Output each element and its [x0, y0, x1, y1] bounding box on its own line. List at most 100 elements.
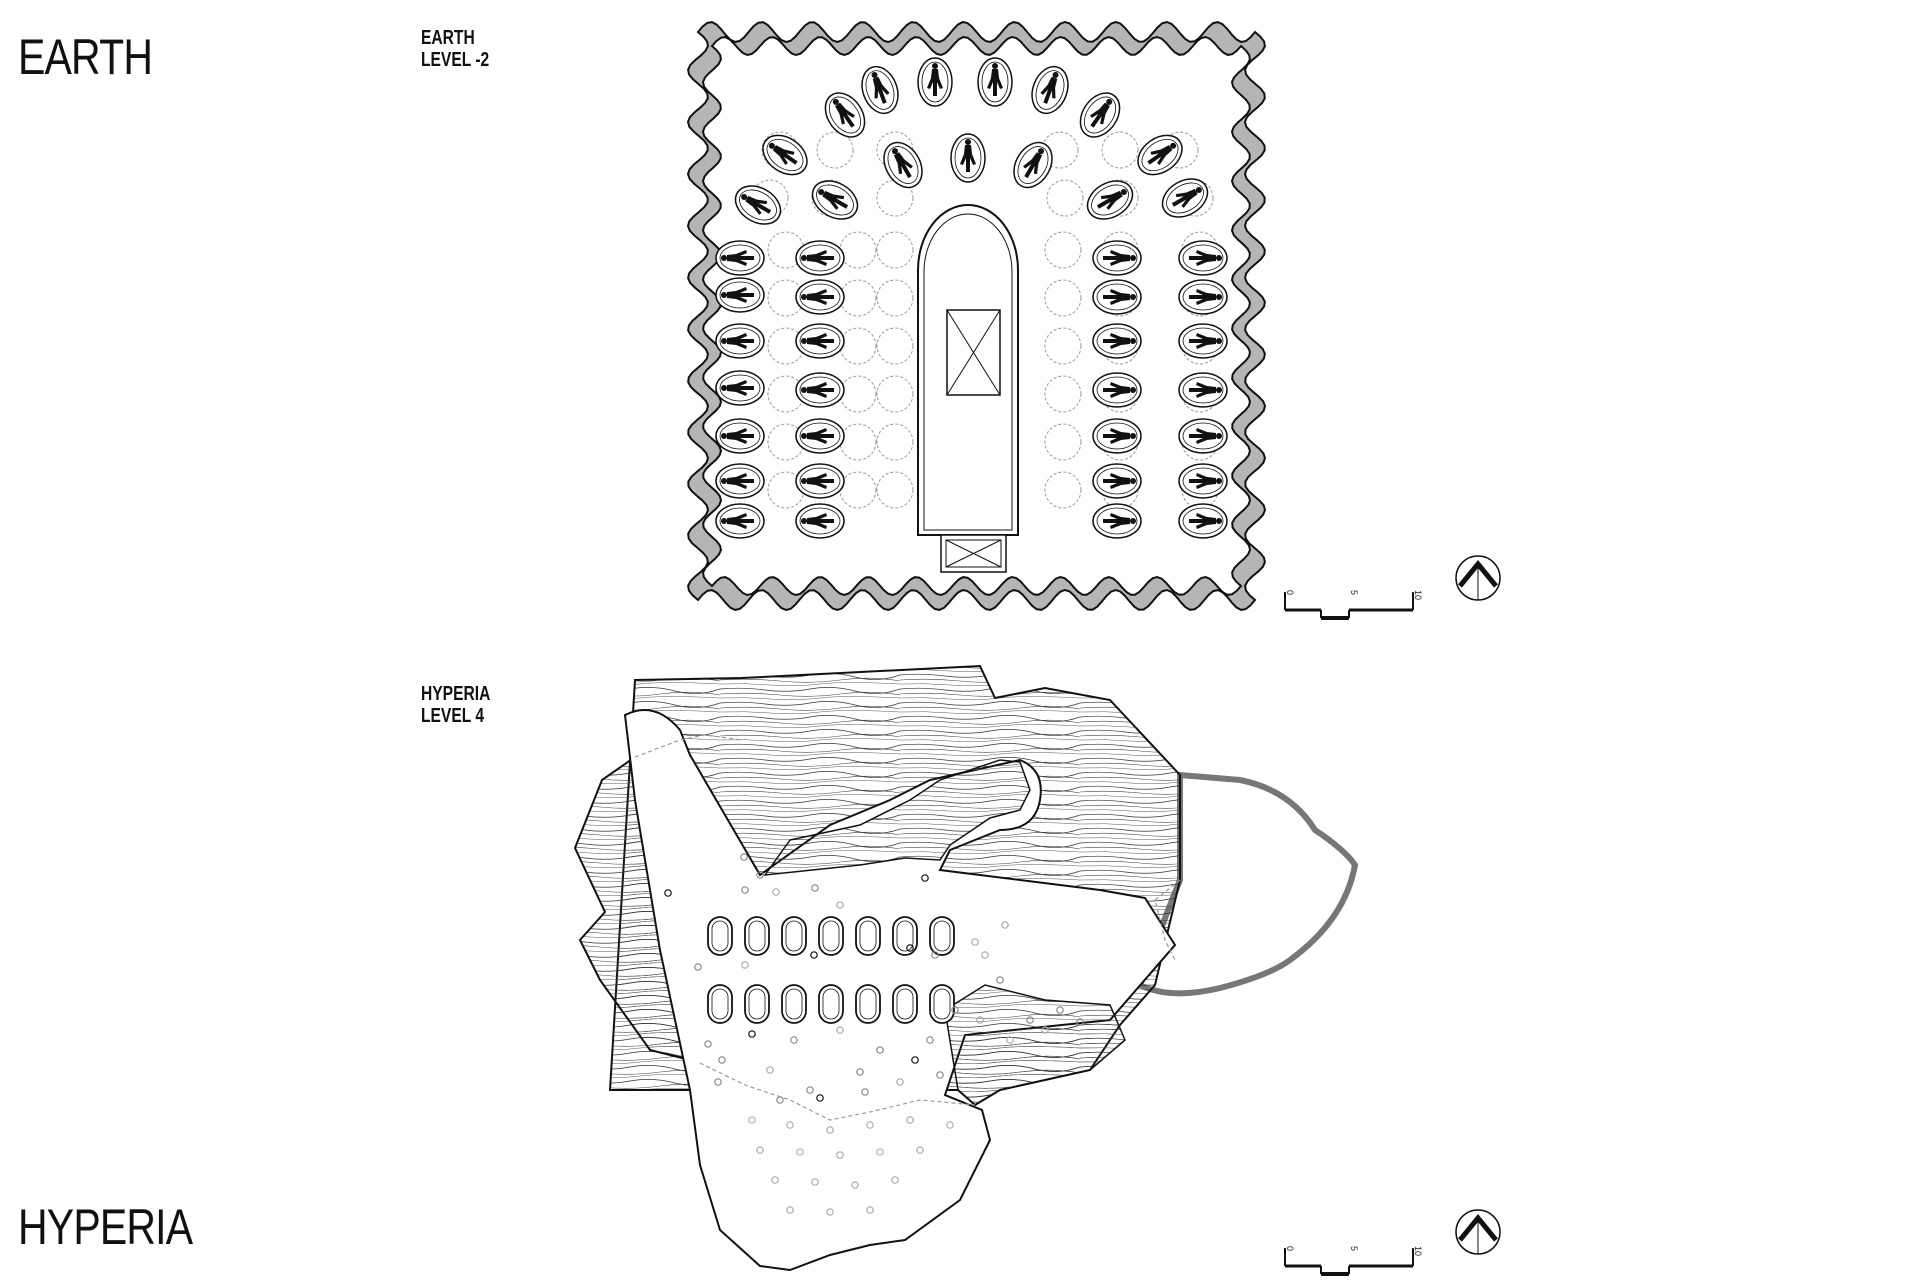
pod-inner	[719, 507, 761, 535]
person-head	[832, 98, 839, 105]
floor-dot	[861, 1088, 869, 1096]
floor-dot	[718, 1056, 726, 1064]
person-icon	[727, 333, 754, 349]
person-head	[1216, 387, 1222, 393]
pod-capsule-inner	[896, 920, 914, 952]
seat-circle	[876, 179, 914, 217]
earth-scale-bar: 0 5 10	[1284, 590, 1423, 620]
seat-pod	[795, 323, 845, 359]
seat-pod	[1092, 418, 1142, 454]
floor-dot	[976, 1016, 984, 1024]
floor-dot	[866, 1206, 874, 1214]
floor-dot	[836, 1026, 844, 1034]
pod-inner	[1096, 244, 1138, 272]
person-icon	[727, 287, 754, 303]
person-head	[721, 478, 727, 484]
person-head	[1216, 433, 1222, 439]
pod-inner	[865, 70, 895, 110]
person-icon	[1189, 289, 1216, 305]
scale-tick-5: 5	[1349, 590, 1359, 595]
pod-capsule	[855, 984, 881, 1024]
floor-dot	[866, 1121, 874, 1129]
hyperia-inner-terrain	[763, 759, 1031, 876]
person-icon	[807, 382, 834, 398]
pod-capsule	[892, 984, 918, 1024]
seat-circle	[1044, 423, 1082, 461]
person-icon	[1103, 333, 1130, 349]
pod-capsule	[818, 984, 844, 1024]
floor-dot	[916, 1146, 924, 1154]
floor-dot	[766, 1066, 774, 1074]
pod-capsule-inner	[896, 988, 914, 1020]
seat-pod	[715, 503, 765, 539]
pod-inner	[1182, 422, 1224, 450]
hyperia-plan	[573, 664, 1359, 1272]
seat-pod	[1086, 180, 1134, 220]
pod-capsule-inner	[748, 920, 766, 952]
pod-inner	[739, 189, 777, 221]
pod-capsule-inner	[822, 920, 840, 952]
pod-inner	[799, 507, 841, 535]
person-icon	[727, 473, 754, 489]
seat-circle	[876, 231, 914, 269]
hyperia-scale-bar: 0 5 10	[1284, 1246, 1423, 1276]
floor-dot	[1041, 1026, 1049, 1034]
pod-capsule	[855, 916, 881, 956]
floor-dot	[946, 1121, 954, 1129]
hyperia-plan-level: LEVEL 4	[421, 705, 485, 727]
person-head	[721, 338, 727, 344]
pod-capsule	[707, 984, 733, 1024]
floor-dot	[756, 1146, 764, 1154]
seat-pod	[715, 277, 765, 313]
floor-dot	[811, 884, 819, 892]
person-icon	[807, 428, 834, 444]
pod-inner	[1096, 422, 1138, 450]
pod-capsule	[744, 984, 770, 1024]
floor-dot	[826, 1208, 834, 1216]
person-head	[1130, 338, 1136, 344]
earth-plan-name: EARTH	[421, 27, 475, 49]
person-head	[1130, 387, 1136, 393]
hyperia-title: HYPERIA	[18, 1199, 193, 1255]
seat-pod	[1079, 92, 1121, 138]
pod-capsule-inner	[748, 988, 766, 1020]
seat-pod	[1092, 279, 1142, 315]
person-head	[1170, 142, 1177, 149]
seat-pod	[715, 418, 765, 454]
seat-pod	[1178, 503, 1228, 539]
seat-circle	[1046, 179, 1084, 217]
person-icon	[1103, 513, 1130, 529]
floor-dot	[771, 1176, 779, 1184]
earth-seating	[715, 57, 1228, 539]
person-icon	[1189, 382, 1216, 398]
person-icon	[807, 333, 834, 349]
person-icon	[1189, 333, 1216, 349]
seat-pod	[1178, 372, 1228, 408]
seat-pod	[1178, 323, 1228, 359]
person-head	[721, 433, 727, 439]
floor-dot	[806, 1086, 814, 1094]
person-head	[1038, 148, 1044, 155]
person-icon	[772, 145, 798, 165]
hyperia-guide-line-east	[1154, 879, 1181, 961]
floor-dot	[816, 1094, 824, 1102]
floor-dot	[786, 1206, 794, 1214]
floor-dot	[896, 1078, 904, 1086]
seat-circle	[1044, 279, 1082, 317]
seat-circle	[1044, 375, 1082, 413]
person-head	[721, 255, 727, 261]
pod-inner	[719, 327, 761, 355]
person-icon	[727, 250, 754, 266]
pod-inner	[799, 244, 841, 272]
seat-pod	[1092, 463, 1142, 499]
person-icon	[727, 380, 754, 396]
person-head	[1195, 187, 1202, 193]
person-head	[1130, 478, 1136, 484]
person-icon	[1147, 145, 1173, 165]
person-head	[932, 63, 938, 69]
hyperia-dots	[664, 853, 1084, 1216]
seat-pod	[762, 134, 808, 176]
pod-inner	[1096, 376, 1138, 404]
pod-capsule-inner	[933, 920, 951, 952]
person-head	[801, 387, 807, 393]
